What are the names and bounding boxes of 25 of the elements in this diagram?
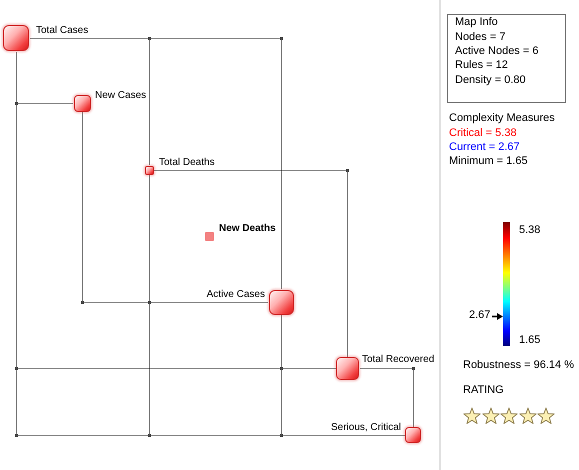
node-label: Total Recovered — [362, 353, 434, 366]
measure-value: Current = 2.67 — [449, 141, 520, 154]
scale-value: 2.67 — [469, 309, 490, 322]
panel-heading: Map Info — [455, 16, 498, 29]
info-line: Density = 0.80 — [455, 74, 526, 87]
info-line: Rules = 12 — [455, 59, 508, 72]
info-line: Active Nodes = 6 — [455, 45, 538, 58]
scale-value: 1.65 — [519, 334, 540, 347]
rating-heading: RATING — [463, 384, 504, 397]
connector-line — [154, 170, 348, 357]
measures-heading: Complexity Measures — [449, 112, 555, 125]
measure-value: Critical = 5.38 — [449, 127, 517, 140]
robustness-value: Robustness = 96.14 % — [463, 359, 574, 372]
node-label: Total Deaths — [159, 156, 215, 169]
node-label: Active Cases — [206, 288, 265, 301]
measure-value: Minimum = 1.65 — [449, 155, 528, 168]
node-label: New Cases — [95, 89, 146, 102]
scale-value: 5.38 — [519, 224, 540, 237]
node-label: New Deaths — [219, 222, 276, 235]
node-label: Total Cases — [36, 24, 88, 37]
info-panel — [447, 14, 566, 103]
info-line: Nodes = 7 — [455, 31, 506, 44]
connector-line — [281, 315, 405, 436]
connector-line — [359, 368, 414, 427]
node-label: Serious, Critical — [330, 421, 401, 434]
